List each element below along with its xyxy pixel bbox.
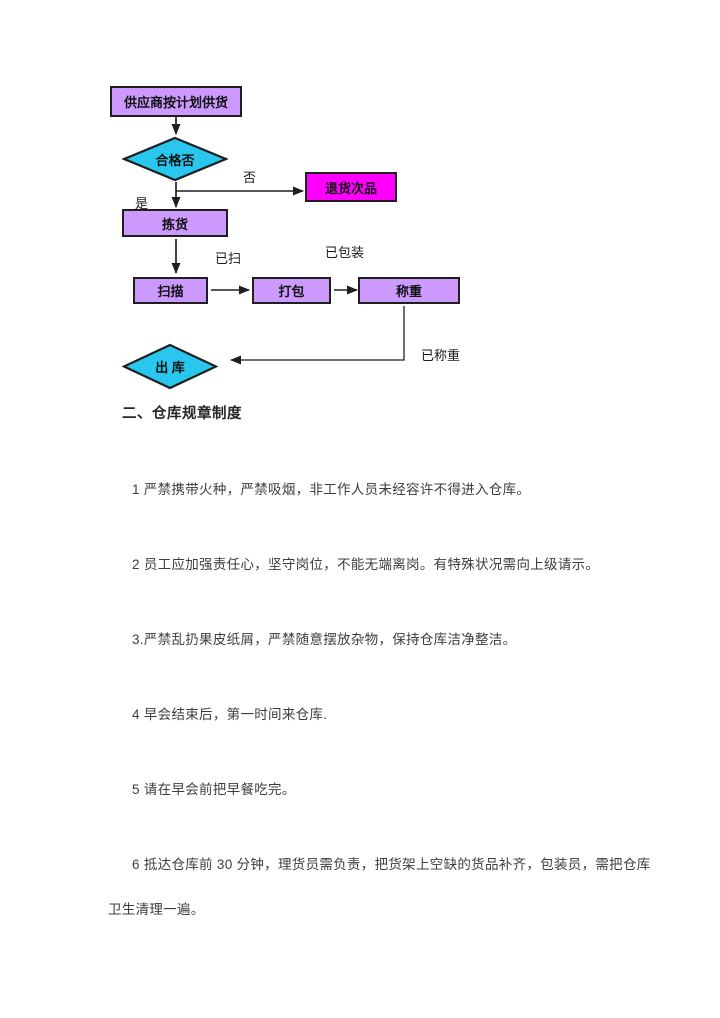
flow-node-scan-label: 扫描 [157, 284, 184, 299]
rule-line-6: 6 抵达仓库前 30 分钟，理货员需负责，把货架上空缺的货品补齐，包装员，需把仓… [132, 857, 651, 872]
edge-label-packed: 已包装 [325, 245, 365, 260]
flow-node-pick: 拣货 [122, 209, 228, 237]
flow-node-pack: 打包 [252, 277, 331, 304]
diamond-shape [122, 343, 218, 390]
flow-decision-qualified: 合格否 [122, 136, 228, 182]
flow-node-scan: 扫描 [133, 277, 208, 304]
flow-node-supplier: 供应商按计划供货 [110, 86, 242, 117]
arrow-weigh-to-outbound [230, 306, 405, 365]
edge-label-weighed: 已称重 [421, 348, 461, 363]
rule-line-6-continuation: 卫生清理一遍。 [108, 902, 205, 917]
flow-node-supplier-label: 供应商按计划供货 [123, 95, 228, 110]
edge-label-scanned: 已扫 [215, 251, 242, 266]
rule-line-2: 2 员工应加强责任心，坚守岗位，不能无端离岗。有特殊状况需向上级请示。 [132, 557, 600, 572]
edge-label-no: 否 [243, 170, 257, 185]
flow-decision-qualified-label: 合格否 [155, 152, 195, 168]
flow-node-reject-label: 退货次品 [324, 180, 377, 196]
rule-line-1: 1 严禁携带火种，严禁吸烟，非工作人员未经容许不得进入仓库。 [132, 482, 531, 497]
flow-node-reject: 退货次品 [305, 172, 397, 202]
flow-node-weigh: 称重 [358, 277, 460, 304]
flow-decision-outbound-label: 出 库 [155, 360, 185, 375]
diamond-shape [122, 136, 228, 182]
flow-node-pick-label: 拣货 [161, 216, 188, 232]
flow-node-pack-label: 打包 [278, 284, 305, 299]
rule-line-5: 5 请在早会前把早餐吃完。 [132, 782, 296, 797]
rule-line-4: 4 早会结束后，第一时间来仓库. [132, 707, 328, 722]
edge-label-yes: 是 [135, 196, 149, 211]
flow-decision-outbound: 出 库 [122, 343, 218, 390]
section-heading: 二、仓库规章制度 [122, 406, 242, 422]
flowchart-connectors [171, 117, 405, 365]
flow-node-weigh-label: 称重 [395, 284, 422, 299]
rule-line-3: 3.严禁乱扔果皮纸屑，严禁随意摆放杂物，保持仓库洁净整洁。 [132, 632, 517, 647]
